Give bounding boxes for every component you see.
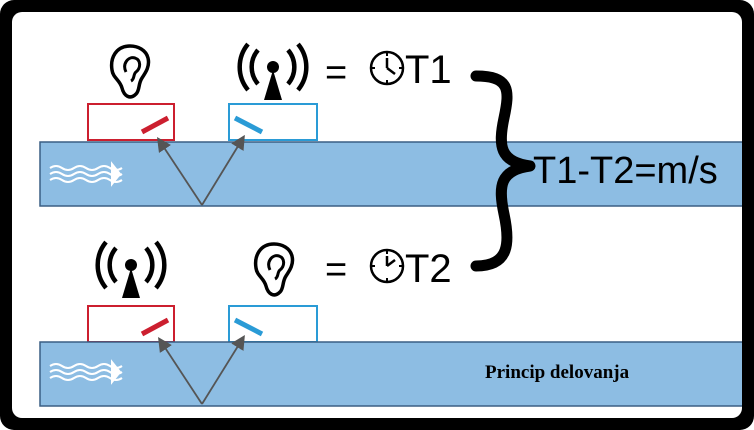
broadcast-tower-icon bbox=[237, 42, 309, 100]
sensor-element-red-top bbox=[140, 115, 170, 135]
signal-path-top-out bbox=[201, 134, 245, 206]
t2-label: T2 bbox=[405, 247, 452, 291]
curly-brace bbox=[470, 70, 536, 272]
flow-meter-diagram: = T1 = bbox=[39, 42, 742, 407]
equals-sign-top: = bbox=[325, 52, 347, 94]
clock-icon bbox=[369, 50, 405, 86]
signal-path-bottom-in bbox=[201, 334, 245, 405]
sensor-element-blue-top bbox=[233, 115, 264, 135]
flow-arrow-top bbox=[49, 161, 123, 187]
clock-icon bbox=[369, 248, 405, 284]
t1-label: T1 bbox=[405, 48, 452, 92]
formula-label: T1-T2=m/s bbox=[533, 150, 718, 192]
broadcast-tower-icon bbox=[95, 240, 167, 298]
pipe-top bbox=[39, 141, 742, 207]
sensor-element-red-bottom bbox=[140, 317, 170, 337]
diagram-panel: = T1 = bbox=[12, 12, 742, 418]
equals-sign-bottom: = bbox=[325, 249, 347, 291]
ear-icon bbox=[253, 242, 295, 297]
signal-path-top-in bbox=[157, 136, 203, 206]
pipe-bottom bbox=[39, 341, 742, 407]
ear-icon bbox=[109, 44, 151, 99]
sensor-element-blue-bottom bbox=[233, 317, 264, 337]
caption-label: Princip delovanja bbox=[485, 362, 630, 383]
signal-path-bottom-out bbox=[158, 336, 203, 405]
flow-arrow-bottom bbox=[49, 359, 123, 385]
